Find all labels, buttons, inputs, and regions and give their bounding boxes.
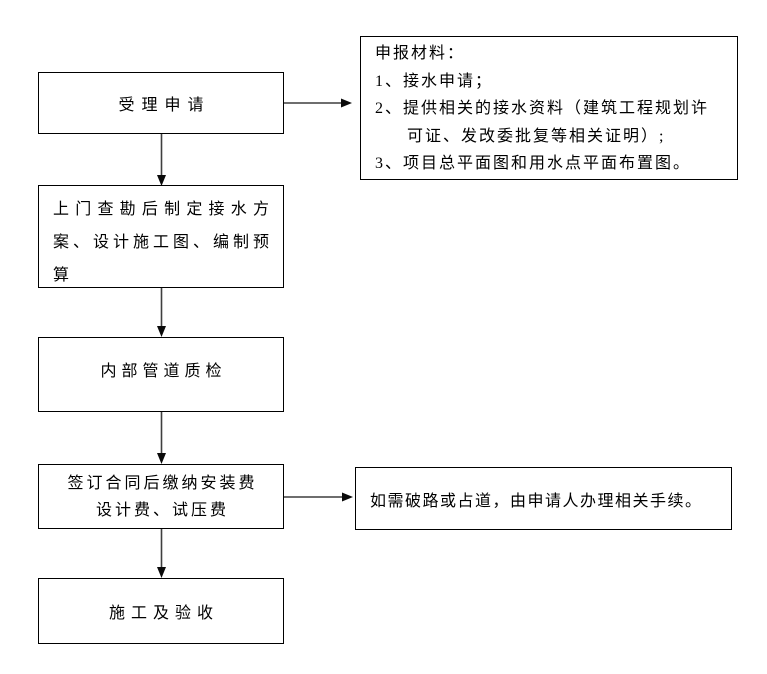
- step-label-line: 案、设计施工图、编制预: [53, 234, 269, 251]
- materials-line: 3、项目总平面图和用水点平面布置图。: [375, 155, 692, 172]
- materials-line: 可证、发改委批复等相关证明）;: [407, 127, 666, 145]
- materials-line: 2、提供相关的接水资料（建筑工程规划许: [375, 100, 710, 117]
- step-label: 受理申请: [118, 97, 211, 114]
- road-permission-note-box: 如需破路或占道，由申请人办理相关手续。: [355, 467, 732, 530]
- step-pipe-inspection-box: 内部管道质检: [38, 337, 284, 412]
- step-label: 施工及验收: [108, 605, 219, 622]
- step-label-line: 签订合同后缴纳安装费: [67, 474, 258, 492]
- materials-note-box: 申报材料： 1、接水申请； 2、提供相关的接水资料（建筑工程规划许 可证、发改委…: [360, 36, 738, 180]
- materials-line: 1、接水申请；: [375, 72, 494, 90]
- step-contract-payment-box: 签订合同后缴纳安装费 设计费、试压费: [38, 464, 284, 529]
- step-label: 内部管道质检: [100, 362, 227, 380]
- step-accept-application-box: 受理申请: [38, 72, 284, 134]
- materials-line: 申报材料：: [375, 45, 466, 62]
- connector-lines: [160, 102, 343, 568]
- step-label-line: 设计费、试压费: [95, 501, 229, 519]
- step-construction-acceptance-box: 施工及验收: [38, 578, 284, 644]
- step-label-line: 上门查勘后制定接水方: [53, 201, 269, 218]
- step-survey-design-box: 上门查勘后制定接水方 案、设计施工图、编制预 算: [38, 185, 284, 288]
- arrowheads: [157, 98, 353, 578]
- step-label-line: 算: [53, 267, 70, 284]
- note-text: 如需破路或占道，由申请人办理相关手续。: [370, 492, 703, 510]
